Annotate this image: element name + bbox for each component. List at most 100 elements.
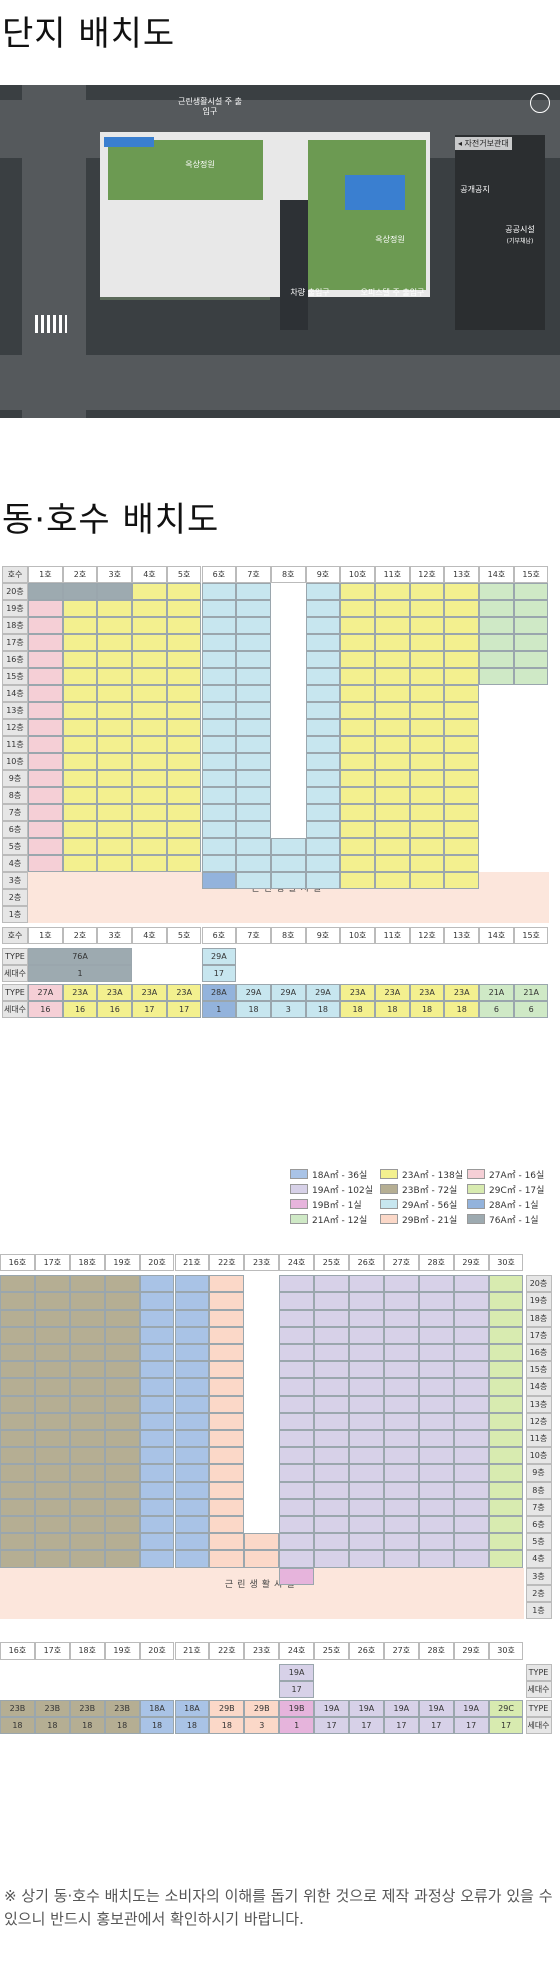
count-cell: 18 xyxy=(34,1717,70,1735)
unit-cell-19A xyxy=(453,1361,489,1379)
unit-cell-23A xyxy=(340,685,375,702)
legend-swatch xyxy=(467,1214,485,1224)
unit-cell-23A xyxy=(62,702,98,719)
unit-cell-27A xyxy=(28,600,63,617)
adjacent-building xyxy=(455,135,545,330)
unit-cell-23A xyxy=(132,787,167,804)
type-cell: 29C xyxy=(488,1700,524,1718)
unit-cell-23A xyxy=(444,651,480,668)
legend-swatch xyxy=(380,1199,398,1209)
floor-label: 14층 xyxy=(2,685,28,702)
unit-cell-29B xyxy=(209,1430,245,1448)
floor-label: 13층 xyxy=(2,702,28,719)
unit-cell-18A xyxy=(174,1309,210,1327)
unit-cell-29A xyxy=(236,804,271,821)
unit-cell-23B xyxy=(34,1361,70,1379)
unit-cell-23A xyxy=(166,753,202,770)
legend-label: 23B㎡ - 72실 xyxy=(402,1186,458,1196)
floor-label: 8층 xyxy=(525,1481,552,1499)
unit-header-bottom: 13호 xyxy=(444,927,480,944)
unit-cell-23A xyxy=(444,787,480,804)
unit-cell-27A xyxy=(28,770,63,787)
unit-cell-23A xyxy=(166,668,202,685)
unit-cell-29A xyxy=(236,702,271,719)
unit-cell-19A xyxy=(453,1464,489,1482)
unit-cell-29C xyxy=(488,1344,524,1362)
unit-cell-19A xyxy=(279,1533,315,1551)
unit-cell-23A xyxy=(444,855,480,872)
vehicle-entrance-label: 차량 출입구 xyxy=(290,288,330,297)
unit-cell-23B xyxy=(34,1309,70,1327)
unit-cell-29A xyxy=(201,719,237,736)
unit-cell-19A xyxy=(453,1344,489,1362)
unit-cell-23A xyxy=(132,685,167,702)
unit-cell-23B xyxy=(34,1395,70,1413)
unit-cell-29A xyxy=(236,821,271,838)
site-plan-image: 근린생활시설 주 출입구 옥상정원 옥상정원 ◂ 자전거보관대 공개공지 공공시… xyxy=(0,85,560,418)
count-cell: 18 xyxy=(209,1717,245,1735)
unit-header: 4호 xyxy=(132,566,167,583)
unit-header: 1호 xyxy=(28,566,63,583)
unit-header: 26호 xyxy=(349,1254,384,1272)
unit-header-bottom: 23호 xyxy=(244,1642,280,1660)
unit-header-bottom: 26호 xyxy=(349,1642,384,1660)
unit-cell-19A xyxy=(383,1361,419,1379)
unit-cell-18A xyxy=(139,1395,175,1413)
unit-cell-21A xyxy=(513,634,549,651)
unit-cell-19A xyxy=(279,1464,315,1482)
unit-cell-23B xyxy=(69,1447,105,1465)
unit-cell-29C xyxy=(488,1292,524,1310)
unit-cell-21A xyxy=(479,668,514,685)
count-cell: 18 xyxy=(139,1717,175,1735)
floor-label: 15층 xyxy=(2,668,28,685)
floor-label: 1층 xyxy=(525,1602,552,1620)
unit-cell-29A xyxy=(201,753,237,770)
unit-cell-23A xyxy=(444,838,480,855)
unit-header-bottom: 15호 xyxy=(513,927,549,944)
penthouse-count-76A: 1 xyxy=(28,965,133,982)
unit-header-bottom: 29호 xyxy=(453,1642,489,1660)
unit-cell-29A xyxy=(305,753,341,770)
unit-cell-23B xyxy=(34,1412,70,1430)
unit-cell-23A xyxy=(340,583,375,600)
unit-cell-29A xyxy=(236,668,271,685)
unit-cell-19A xyxy=(453,1292,489,1310)
unit-cell-29A xyxy=(201,770,237,787)
unit-cell-29B xyxy=(209,1516,245,1534)
unit-cell-19A xyxy=(383,1430,419,1448)
unit-cell-18A xyxy=(174,1326,210,1344)
count-cell: 6 xyxy=(479,1001,514,1018)
unit-cell-19A xyxy=(314,1498,349,1516)
unit-header-bottom: 19호 xyxy=(104,1642,140,1660)
unit-cell-23B xyxy=(0,1464,35,1482)
type-label: TYPE xyxy=(525,1663,552,1681)
unit-cell-23B xyxy=(69,1412,105,1430)
unit-cell-21A xyxy=(479,651,514,668)
unit-cell-29A xyxy=(305,668,341,685)
floor-label: 14층 xyxy=(525,1378,552,1396)
unit-cell-23A xyxy=(409,736,445,753)
count-cell: 18 xyxy=(0,1717,35,1735)
unit-cell-29A xyxy=(305,804,341,821)
unit-cell-18A xyxy=(139,1275,175,1293)
unit-cell-23A xyxy=(166,600,202,617)
type-cell: 19A xyxy=(314,1700,349,1718)
unit-cell-19A xyxy=(418,1498,454,1516)
floor-label: 5층 xyxy=(525,1533,552,1551)
type-cell: 19A xyxy=(418,1700,454,1718)
unit-cell-19A xyxy=(383,1516,419,1534)
unit-cell-23A xyxy=(444,634,480,651)
unit-cell-23B xyxy=(34,1550,70,1568)
unit-cell-19A xyxy=(453,1309,489,1327)
unit-cell-23A xyxy=(444,770,480,787)
unit-cell-18A xyxy=(139,1326,175,1344)
floor-label: 12층 xyxy=(525,1412,552,1430)
unit-header-bottom: 24호 xyxy=(279,1642,315,1660)
unit-cell-23B xyxy=(34,1292,70,1310)
unit-cell-19A xyxy=(314,1464,349,1482)
unit-cell-23A xyxy=(409,770,445,787)
type-cell: 23A xyxy=(444,984,480,1001)
unit-cell-19A xyxy=(279,1344,315,1362)
unit-cell-29C xyxy=(488,1326,524,1344)
unit-cell-19A xyxy=(383,1533,419,1551)
